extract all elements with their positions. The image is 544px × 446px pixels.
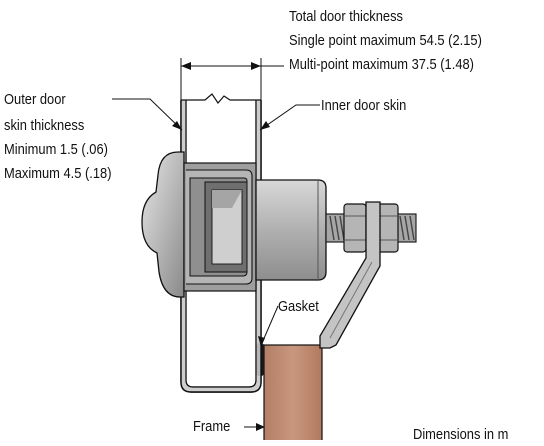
thread-line (399, 215, 405, 241)
thread-line (339, 215, 345, 241)
thread-line (409, 215, 415, 241)
frame-label: Frame (193, 418, 231, 435)
gasket-label: Gasket (278, 298, 319, 315)
single-point-max-label: Single point maximum 54.5 (2.15) (289, 32, 482, 49)
nut-2 (377, 203, 399, 253)
latch-knob (141, 151, 185, 298)
latch-body (255, 179, 327, 281)
frame-block (263, 344, 323, 446)
thread-line (334, 215, 340, 241)
outer-skin-min-label: Minimum 1.5 (.06) (4, 141, 108, 158)
cam-arm (319, 201, 381, 349)
outer-skin-max-label: Maximum 4.5 (.18) (4, 165, 112, 182)
inner-skin-leader (259, 104, 320, 131)
nut-1 (343, 203, 367, 253)
thread-line (404, 215, 410, 241)
gasket-leader (261, 305, 279, 344)
inner-door-skin-label: Inner door skin (321, 97, 407, 114)
break-line (181, 93, 261, 104)
outer-skin-label-line1: Outer door (4, 91, 66, 108)
outer-skin-leader (112, 98, 183, 131)
multi-point-max-label: Multi-point maximum 37.5 (1.48) (289, 56, 474, 73)
dimensions-note: Dimensions in m (413, 426, 509, 443)
thread-line (329, 215, 335, 241)
outer-skin-label-line2: skin thickness (4, 117, 85, 134)
total-door-thickness-label: Total door thickness (289, 8, 404, 25)
